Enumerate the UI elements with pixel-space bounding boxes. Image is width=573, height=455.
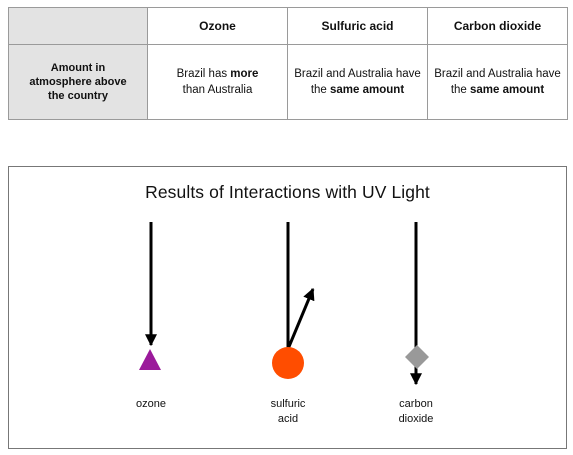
label-line: carbon — [399, 398, 433, 410]
label-line: acid — [277, 413, 299, 425]
sulfuric-acid-reflected-ray — [286, 287, 315, 350]
cell-line: Brazil and Australia have — [430, 66, 565, 82]
row-header-amount: Amount in atmosphere above the country — [8, 44, 148, 120]
ozone-triangle-icon — [139, 349, 161, 370]
column-header-ozone: Ozone — [147, 7, 288, 45]
cell-line: the same amount — [430, 82, 565, 98]
sulfuric-acid-circle-icon — [272, 347, 304, 379]
column-header-sulfuric-acid: Sulfuric acid — [287, 7, 428, 45]
cell-line: Brazil has more — [150, 66, 285, 82]
carbon-dioxide-diamond-icon — [405, 345, 429, 369]
label-line: ozone — [136, 398, 166, 410]
cell-sulfuric-acid-amount: Brazil and Australia have the same amoun… — [287, 44, 428, 120]
label-sulfuric-acid: sulfuric acid — [243, 397, 333, 427]
cell-text: Brazil and Australia have — [434, 68, 561, 80]
row-header-line: the country — [48, 90, 108, 102]
row-header-line: Amount in — [50, 62, 106, 74]
uv-interaction-diagram: Results of Interactions with UV Light oz… — [8, 166, 567, 449]
label-line: sulfuric — [270, 398, 306, 410]
cell-text: Brazil and Australia have — [294, 68, 421, 80]
label-carbon-dioxide: carbon dioxide — [371, 397, 461, 427]
cell-carbon-dioxide-amount: Brazil and Australia have the same amoun… — [427, 44, 568, 120]
properties-table: Ozone Sulfuric acid Carbon dioxide Amoun… — [8, 7, 568, 120]
diagram-title: Results of Interactions with UV Light — [145, 182, 430, 202]
cell-text: than Australia — [182, 84, 253, 96]
column-header-carbon-dioxide: Carbon dioxide — [427, 7, 568, 45]
cell-line: than Australia — [150, 82, 285, 98]
cell-text: Brazil has — [176, 68, 231, 80]
cell-text-emphasis: same amount — [330, 84, 405, 96]
diagram-drawing — [139, 222, 429, 386]
label-ozone: ozone — [106, 397, 196, 412]
cell-line: Brazil and Australia have — [290, 66, 425, 82]
cell-text: the — [310, 84, 331, 96]
row-header-line: atmosphere above — [29, 76, 127, 88]
cell-ozone-amount: Brazil has more than Australia — [147, 44, 288, 120]
cell-text-emphasis: same amount — [470, 84, 545, 96]
cell-line: the same amount — [290, 82, 425, 98]
table-corner-cell — [8, 7, 148, 45]
cell-text: the — [450, 84, 471, 96]
cell-text-emphasis: more — [230, 68, 259, 80]
label-line: dioxide — [398, 413, 434, 425]
